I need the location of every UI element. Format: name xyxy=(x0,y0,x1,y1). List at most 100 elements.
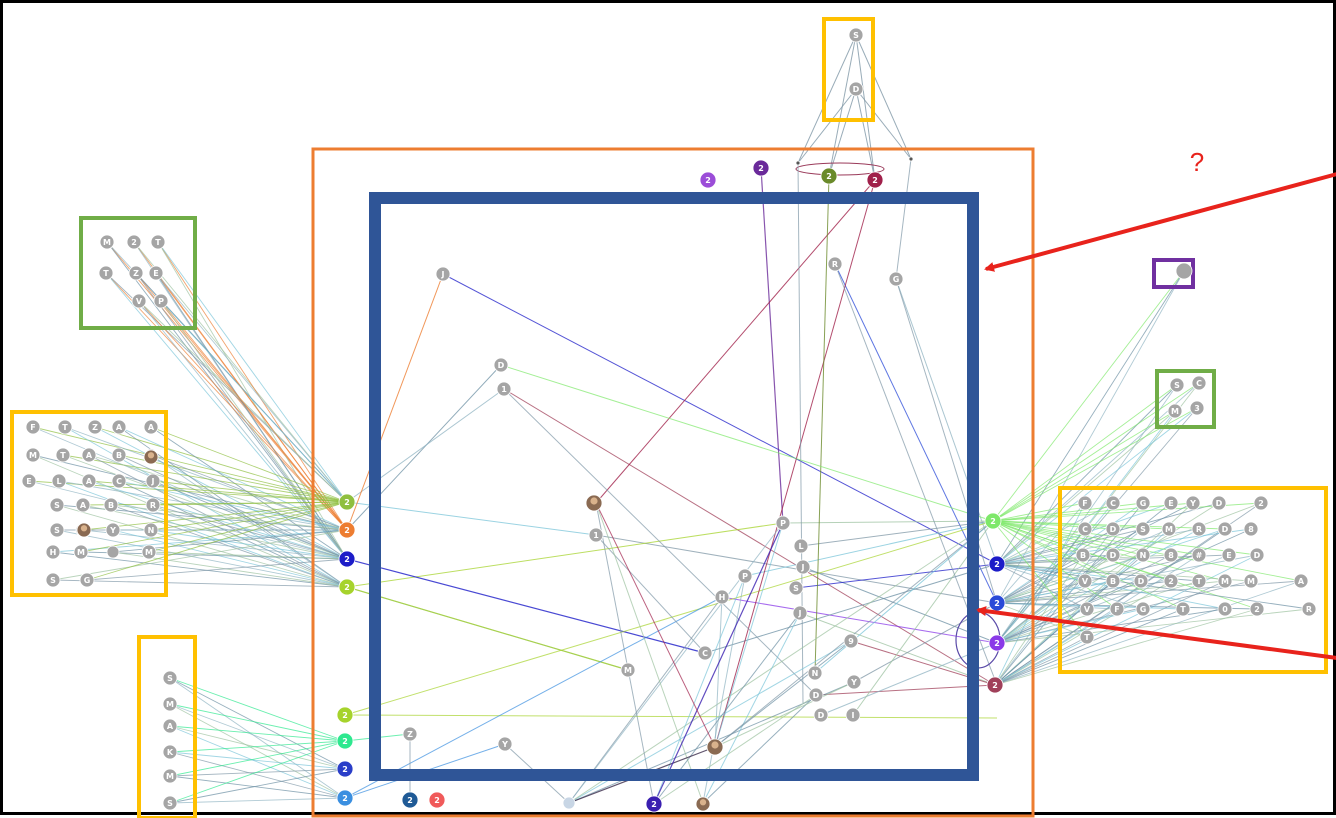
bottom-left-hub-2[interactable]: 2 xyxy=(336,732,354,750)
group-node[interactable]: N xyxy=(1135,547,1151,563)
group-node[interactable]: A xyxy=(143,419,159,435)
group-node[interactable]: D xyxy=(1105,521,1121,537)
group-node[interactable]: R xyxy=(145,497,161,513)
top-hub-4[interactable]: 2 xyxy=(866,171,884,189)
group-node[interactable]: G xyxy=(1135,601,1151,617)
group-node[interactable]: T xyxy=(55,447,71,463)
group-node[interactable]: T xyxy=(150,234,166,250)
group-node[interactable]: E xyxy=(1163,495,1179,511)
top-hub-3[interactable]: 2 xyxy=(820,167,838,185)
right-hub-2[interactable]: 2 xyxy=(988,555,1006,573)
bottom-hub-1[interactable]: 2 xyxy=(401,791,419,809)
inner-node[interactable]: 1 xyxy=(496,381,512,397)
inner-node[interactable]: S xyxy=(788,580,804,596)
group-node[interactable]: E xyxy=(1221,547,1237,563)
group-node[interactable]: R xyxy=(1191,521,1207,537)
group-node[interactable]: S xyxy=(162,670,178,686)
group-node[interactable]: B xyxy=(1105,573,1121,589)
group-node[interactable]: E xyxy=(21,473,37,489)
group-node[interactable]: F xyxy=(25,419,41,435)
group-node[interactable]: M xyxy=(73,544,89,560)
bottom-left-hub-4[interactable]: 2 xyxy=(336,789,354,807)
group-node[interactable]: D xyxy=(1249,547,1265,563)
group-node[interactable]: G xyxy=(79,572,95,588)
group-node[interactable]: C xyxy=(1105,495,1121,511)
inner-node[interactable]: J xyxy=(795,559,811,575)
group-node[interactable]: S xyxy=(49,497,65,513)
group-node[interactable]: S xyxy=(848,27,864,43)
group-node[interactable]: M xyxy=(99,234,115,250)
top-hub-1[interactable]: 2 xyxy=(699,171,717,189)
group-node[interactable]: T xyxy=(1079,629,1095,645)
group-node[interactable]: B xyxy=(1075,547,1091,563)
group-node[interactable]: K xyxy=(162,744,178,760)
group-node[interactable]: S xyxy=(1169,377,1185,393)
group-node[interactable]: B xyxy=(111,447,127,463)
group-node[interactable]: D xyxy=(1211,495,1227,511)
inner-node[interactable]: G xyxy=(888,271,904,287)
inner-node[interactable]: 1 xyxy=(588,527,604,543)
group-node[interactable]: M xyxy=(141,544,157,560)
group-node[interactable]: D xyxy=(848,81,864,97)
left-hub-2[interactable]: 2 xyxy=(338,521,356,539)
inner-node[interactable]: Z xyxy=(402,726,418,742)
group-node[interactable]: 2 xyxy=(126,234,142,250)
group-node[interactable]: 3 xyxy=(1189,400,1205,416)
group-node[interactable]: F xyxy=(1109,601,1125,617)
right-hub-3[interactable]: 2 xyxy=(988,594,1006,612)
group-node[interactable]: B xyxy=(103,497,119,513)
inner-node[interactable]: P xyxy=(737,568,753,584)
group-node[interactable]: D xyxy=(1105,547,1121,563)
avatar-node[interactable] xyxy=(695,796,711,812)
group-node[interactable]: G xyxy=(1135,495,1151,511)
inner-node[interactable]: D xyxy=(493,357,509,373)
right-hub-5[interactable]: 2 xyxy=(986,676,1004,694)
inner-node[interactable]: D xyxy=(808,687,824,703)
group-node[interactable]: 2 xyxy=(1253,495,1269,511)
group-node[interactable]: 0 xyxy=(1217,601,1233,617)
inner-node[interactable]: M xyxy=(620,662,636,678)
group-node[interactable]: R xyxy=(1301,601,1317,617)
inner-node[interactable]: I xyxy=(845,707,861,723)
group-node[interactable]: 8 xyxy=(1243,521,1259,537)
group-node[interactable]: L xyxy=(51,473,67,489)
group-node[interactable]: D xyxy=(1217,521,1233,537)
left-hub-1[interactable]: 2 xyxy=(338,493,356,511)
group-node[interactable]: E xyxy=(148,265,164,281)
junction-node[interactable] xyxy=(908,156,914,162)
top-hub-2[interactable]: 2 xyxy=(752,159,770,177)
right-hub-4[interactable]: 2 xyxy=(988,634,1006,652)
inner-node[interactable] xyxy=(562,796,576,810)
group-node[interactable]: C xyxy=(1191,375,1207,391)
inner-node[interactable]: J xyxy=(435,266,451,282)
group-node[interactable]: S xyxy=(162,795,178,811)
group-node[interactable]: N xyxy=(143,522,159,538)
group-node[interactable]: M xyxy=(162,696,178,712)
group-node[interactable]: S xyxy=(1135,521,1151,537)
group-node[interactable]: M xyxy=(1243,573,1259,589)
group-node[interactable]: V xyxy=(131,293,147,309)
group-node[interactable]: M xyxy=(25,447,41,463)
inner-node[interactable]: L xyxy=(793,538,809,554)
group-node[interactable]: T xyxy=(1191,573,1207,589)
group-node[interactable] xyxy=(106,545,120,559)
inner-node[interactable]: R xyxy=(827,256,843,272)
group-node[interactable]: M xyxy=(1161,521,1177,537)
inner-node[interactable]: J xyxy=(792,605,808,621)
group-node[interactable]: S xyxy=(45,572,61,588)
avatar-node[interactable] xyxy=(76,522,92,538)
avatar-node[interactable] xyxy=(706,738,724,756)
group-node[interactable]: # xyxy=(1191,547,1207,563)
group-node[interactable]: Y xyxy=(1185,495,1201,511)
bottom-hub-2[interactable]: 2 xyxy=(428,791,446,809)
group-node[interactable]: A xyxy=(111,419,127,435)
group-node[interactable]: Y xyxy=(105,522,121,538)
group-node[interactable]: F xyxy=(1077,495,1093,511)
group-node[interactable]: M xyxy=(1217,573,1233,589)
inner-node[interactable]: P xyxy=(775,515,791,531)
avatar-node[interactable] xyxy=(585,494,603,512)
left-hub-3[interactable]: 2 xyxy=(338,550,356,568)
bottom-left-hub-1[interactable]: 2 xyxy=(336,706,354,724)
group-node[interactable]: T xyxy=(57,419,73,435)
group-node[interactable]: 2 xyxy=(1249,601,1265,617)
